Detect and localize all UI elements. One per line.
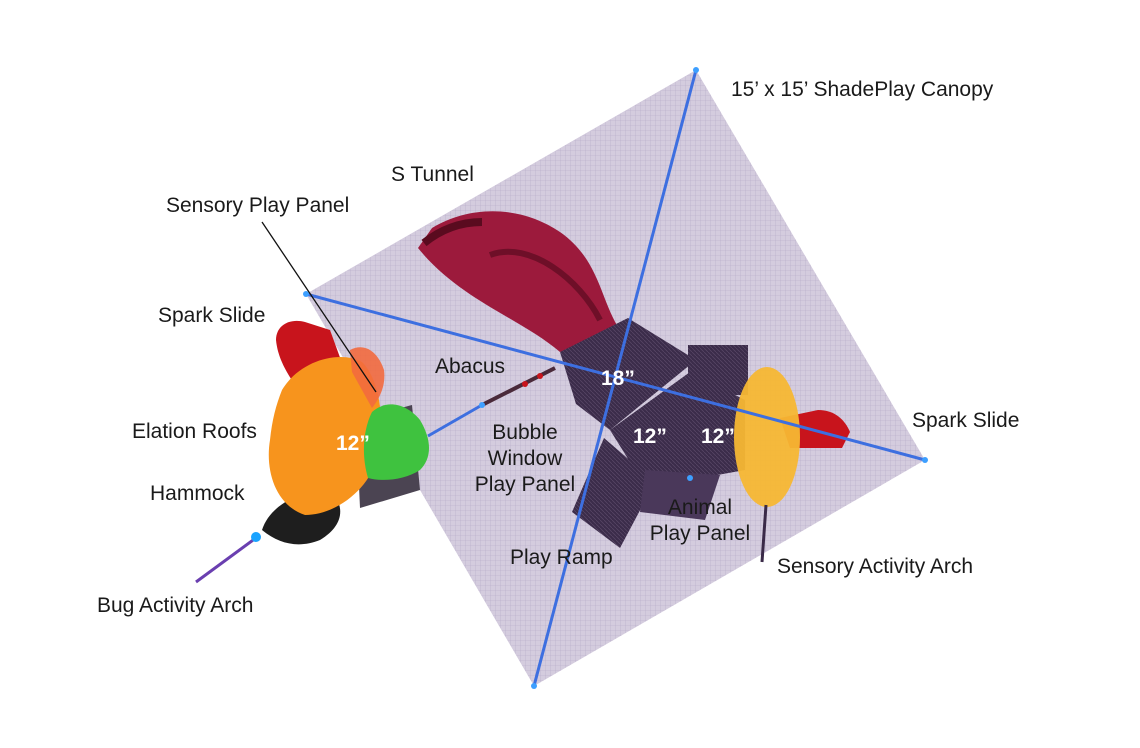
label-bubble-window-line1: Bubble	[492, 421, 558, 444]
label-sensory-activity-arch: Sensory Activity Arch	[777, 555, 974, 578]
label-bubble-window-line3: Play Panel	[474, 473, 576, 496]
label-canopy: 15’ x 15’ ShadePlay Canopy	[731, 78, 994, 101]
sensory-activity-arch-roof	[734, 367, 800, 563]
sensory-play-panel-leader	[261, 221, 377, 393]
deck-height-right-a: 12”	[633, 425, 667, 448]
cable-anchor-points	[303, 67, 928, 689]
label-abacus: Abacus	[435, 355, 506, 378]
label-play-ramp: Play Ramp	[510, 546, 613, 569]
label-animal-play-panel-line1: Animal	[667, 496, 733, 519]
label-s-tunnel: S Tunnel	[391, 163, 474, 186]
s-tunnel	[418, 211, 620, 352]
label-elation-roofs: Elation Roofs	[132, 420, 257, 443]
label-bubble-window-play-panel: Bubble Window Play Panel	[465, 420, 585, 498]
right-decks-12	[610, 345, 748, 480]
label-animal-play-panel: Animal Play Panel	[640, 495, 760, 547]
animal-play-panel-deck	[640, 470, 720, 520]
deck-height-center: 18”	[601, 367, 635, 390]
abacus	[481, 366, 556, 407]
label-bubble-window-line2: Window	[487, 447, 563, 470]
center-deck-18	[560, 318, 696, 430]
label-spark-slide-right: Spark Slide	[912, 409, 1020, 432]
label-spark-slide-left: Spark Slide	[158, 304, 266, 327]
label-hammock: Hammock	[150, 482, 245, 505]
label-animal-play-panel-line2: Play Panel	[649, 522, 751, 545]
elation-roofs	[268, 347, 429, 515]
shade-cables	[305, 69, 926, 687]
label-bug-activity-arch: Bug Activity Arch	[97, 594, 254, 617]
deck-height-left: 12”	[336, 432, 370, 455]
label-sensory-play-panel: Sensory Play Panel	[166, 194, 350, 217]
deck-height-right-b: 12”	[701, 425, 735, 448]
